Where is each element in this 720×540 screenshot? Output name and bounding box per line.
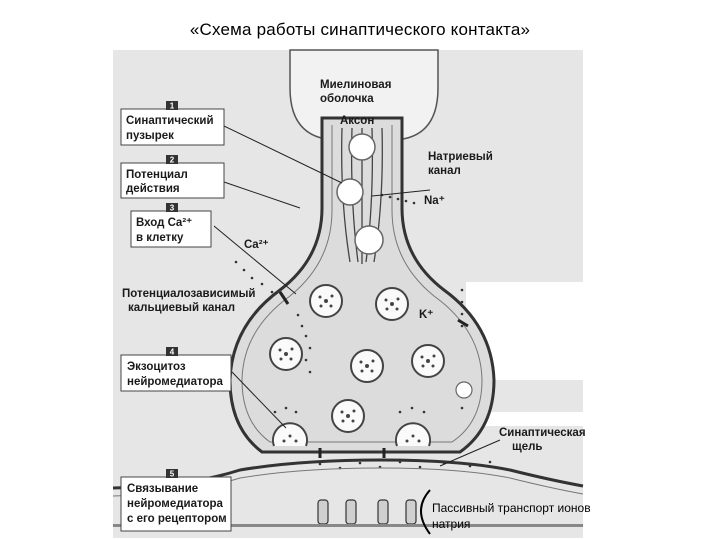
step-4-number: 4	[170, 348, 175, 357]
synaptic-vesicles	[269, 284, 445, 447]
calcium-ion-label: Ca²⁺	[244, 239, 269, 251]
step-3-line2: в клетку	[136, 232, 184, 244]
step-3-line1: Вход Ca²⁺	[136, 217, 192, 229]
step-5-number: 5	[170, 470, 175, 479]
step-3-number: 3	[170, 204, 175, 213]
axon-label: Аксон	[340, 115, 374, 127]
synaptic-vesicle	[269, 337, 303, 371]
step-5-line2: нейромедиатора	[127, 498, 224, 510]
caption-line1: Пассивный транспорт ионов	[432, 501, 591, 515]
bracket-icon	[420, 489, 431, 535]
synaptic-vesicle	[331, 399, 365, 433]
step-1-number: 1	[170, 102, 175, 111]
sodium-channel-label-line2: канал	[428, 165, 461, 177]
step-1-line2: пузырек	[126, 130, 174, 142]
docked-vesicle	[395, 422, 431, 447]
step-5-line3: с его рецептором	[127, 513, 227, 525]
postsynaptic-membrane-base	[113, 524, 583, 527]
synaptic-vesicle	[309, 284, 343, 318]
synaptic-cleft-label-line1: Синаптическая	[499, 427, 586, 439]
myelin-label-line1: Миелиновая	[320, 79, 391, 91]
step-3: 3 Вход Ca²⁺ в клетку	[130, 203, 212, 248]
docked-vesicle	[272, 422, 308, 447]
step-1-line1: Синаптический	[126, 115, 214, 127]
calcium-channel-label-line2: кальциевый канал	[128, 302, 235, 314]
step-2-line1: Потенциал	[126, 169, 188, 181]
sodium-channel-label-line1: Натриевый	[428, 151, 493, 163]
step-4-line2: нейромедиатора	[127, 376, 224, 388]
synaptic-vesicle	[411, 344, 445, 378]
caption-line2: натрия	[432, 517, 470, 531]
synaptic-vesicle	[350, 349, 384, 383]
membrane-channels	[278, 291, 469, 458]
synaptic-vesicle	[375, 287, 409, 321]
potassium-ion-label: K⁺	[419, 309, 433, 321]
sodium-ion-label: Na⁺	[424, 195, 445, 207]
step-5-line1: Связывание	[127, 483, 198, 495]
step-2: 2 Потенциал действия	[120, 155, 225, 199]
leader-lines	[213, 125, 501, 467]
potassium-channel-pore	[455, 381, 473, 399]
step-4-line1: Экзоцитоз	[127, 361, 186, 373]
step-2-number: 2	[170, 156, 175, 165]
axon-vesicle	[336, 178, 364, 206]
step-4: 4 Экзоцитоз нейромедиатора	[120, 347, 232, 392]
step-5: 5 Связывание нейромедиатора с его рецепт…	[120, 469, 232, 532]
calcium-channel-label-line1: Потенциалозависимый	[122, 288, 256, 300]
page-title: «Схема работы синаптического контакта»	[189, 20, 531, 39]
axon-vesicle	[354, 225, 384, 255]
white-notch-right-bottom	[466, 412, 583, 426]
terminal-inner-membrane	[241, 125, 483, 443]
myelin-label-line2: оболочка	[320, 93, 374, 105]
step-1: 1 Синаптический пузырек	[120, 101, 225, 146]
step-2-line2: действия	[126, 183, 180, 195]
synaptic-cleft-label-line2: щель	[512, 441, 542, 453]
axon-vesicle	[348, 133, 376, 161]
